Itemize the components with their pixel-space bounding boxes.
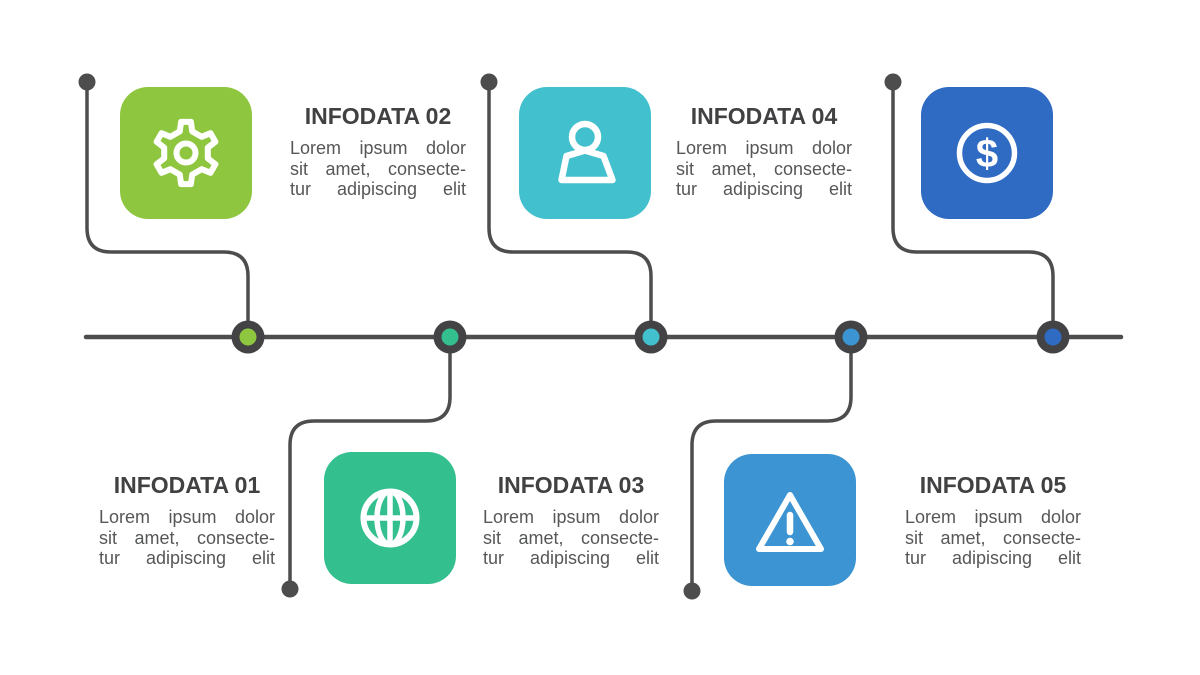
section-title: INFODATA 03 (497, 472, 645, 498)
connector-infodata-03 (690, 353, 853, 586)
icon-box-infodata-01 (324, 452, 456, 584)
body-line: sit amet, consecte- (905, 527, 1081, 548)
user-icon (558, 120, 616, 184)
section-title: INFODATA 04 (690, 103, 838, 129)
globe-icon (360, 488, 420, 548)
connector-end-dot (480, 73, 498, 91)
section-body: Lorem ipsum dolor sit amet, consecte- tu… (99, 507, 275, 569)
section-infodata-04: INFODATA 04 Lorem ipsum dolor sit amet, … (676, 103, 852, 200)
timeline-node-dot-infodata-01 (441, 328, 459, 346)
connector-infodata-01 (288, 353, 452, 584)
section-title: INFODATA 05 (919, 472, 1067, 498)
connector-infodata-02 (85, 88, 250, 322)
section-infodata-01: INFODATA 01 Lorem ipsum dolor sit amet, … (99, 472, 275, 569)
section-body: Lorem ipsum dolor sit amet, consecte- tu… (290, 138, 466, 200)
gear-icon (153, 118, 219, 188)
body-line: sit amet, consecte- (483, 527, 659, 548)
dollar-icon: $ (956, 122, 1018, 184)
body-line: tur adipiscing elit (905, 548, 1081, 568)
body-line: sit amet, consecte- (99, 527, 275, 548)
section-infodata-05: INFODATA 05 Lorem ipsum dolor sit amet, … (905, 472, 1081, 569)
connector-end-dot (683, 582, 701, 600)
body-line: Lorem ipsum dolor (290, 138, 466, 158)
section-body: Lorem ipsum dolor sit amet, consecte- tu… (905, 507, 1081, 569)
body-line: sit amet, consecte- (676, 158, 852, 179)
timeline-node-dot-infodata-04 (642, 328, 660, 346)
body-line: Lorem ipsum dolor (99, 507, 275, 527)
body-line: Lorem ipsum dolor (676, 138, 852, 158)
timeline-node-dot-infodata-05 (1044, 328, 1062, 346)
connector-end-dot (281, 580, 299, 598)
icon-box-infodata-03 (724, 454, 856, 586)
warning-icon (756, 492, 824, 552)
section-infodata-03: INFODATA 03 Lorem ipsum dolor sit amet, … (483, 472, 659, 569)
section-body: Lorem ipsum dolor sit amet, consecte- tu… (483, 507, 659, 569)
body-line: sit amet, consecte- (290, 158, 466, 179)
timeline-node-dot-infodata-03 (842, 328, 860, 346)
body-line: Lorem ipsum dolor (483, 507, 659, 527)
section-body: Lorem ipsum dolor sit amet, consecte- tu… (676, 138, 852, 200)
connector-end-dot (884, 73, 902, 91)
body-line: tur adipiscing elit (99, 548, 275, 568)
body-line: tur adipiscing elit (483, 548, 659, 568)
connector-infodata-05 (891, 88, 1055, 322)
body-line: tur adipiscing elit (676, 179, 852, 199)
section-title: INFODATA 02 (304, 103, 452, 129)
timeline-node-dot-infodata-02 (239, 328, 257, 346)
body-line: Lorem ipsum dolor (905, 507, 1081, 527)
icon-box-infodata-05: $ (921, 87, 1053, 219)
connector-infodata-04 (487, 88, 653, 322)
section-infodata-02: INFODATA 02 Lorem ipsum dolor sit amet, … (290, 103, 466, 200)
connector-end-dot (78, 73, 96, 91)
icon-box-infodata-04 (519, 87, 651, 219)
body-line: tur adipiscing elit (290, 179, 466, 199)
section-title: INFODATA 01 (113, 472, 261, 498)
svg-text:$: $ (976, 132, 998, 176)
icon-box-infodata-02 (120, 87, 252, 219)
